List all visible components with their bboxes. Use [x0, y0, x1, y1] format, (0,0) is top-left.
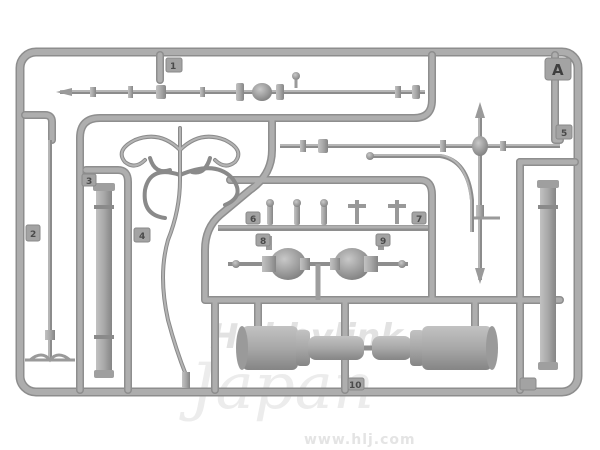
- part-label-5: 5: [561, 129, 567, 139]
- part-label-1: 1: [170, 62, 176, 72]
- sprue-letter: A: [552, 61, 564, 79]
- part-3-column: [93, 183, 115, 378]
- part-2-rod: [25, 140, 75, 363]
- part-label-3: 3: [86, 177, 92, 187]
- watermark-url: www.hlj.com: [304, 432, 416, 448]
- sprue-frame: [15, 47, 583, 397]
- part-label-8: 8: [260, 237, 266, 247]
- part-label-7: 7: [416, 215, 422, 225]
- part-label-9: 9: [380, 237, 386, 247]
- part-label-4: 4: [139, 232, 145, 242]
- part-label-6: 6: [250, 215, 256, 225]
- part-label-2: 2: [30, 230, 36, 240]
- part-5-rod: [280, 102, 560, 284]
- part-1-rod: [56, 72, 425, 101]
- part-label-10: 10: [349, 381, 362, 391]
- parts-8-9-lanterns: [228, 236, 408, 300]
- part-number-labels: A 1 2 3 4 5 6 7 8 9 10: [30, 61, 567, 391]
- part-4-scroll-bracket: [119, 126, 241, 388]
- parts-6-7-finials: [218, 199, 428, 231]
- frame-tabs: [25, 57, 573, 391]
- part-10-cylinders: [236, 326, 498, 370]
- right-column: [537, 180, 559, 370]
